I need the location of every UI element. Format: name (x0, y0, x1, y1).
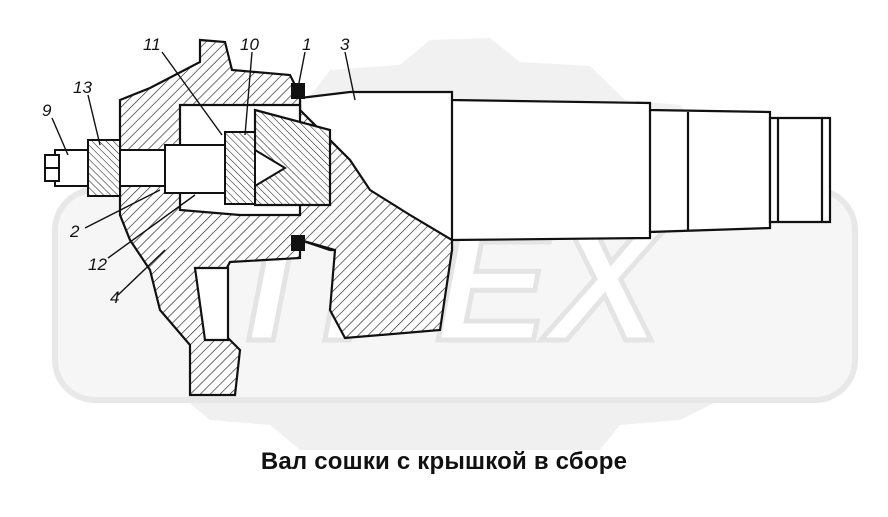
leader-3 (344, 51, 356, 101)
upper-seal (291, 83, 305, 99)
leader-lines (51, 51, 356, 296)
callout-4: 4 (110, 288, 119, 307)
leader-4 (117, 249, 166, 296)
callout-10: 10 (240, 35, 259, 54)
callout-13: 13 (73, 78, 92, 97)
callouts: 11 10 1 3 13 9 2 12 4 (42, 35, 350, 307)
screw-tip (254, 148, 287, 188)
figure-caption: Вал сошки с крышкой в сборе (260, 448, 628, 475)
callout-1: 1 (302, 35, 311, 54)
callout-3: 3 (340, 35, 350, 54)
leader-11 (161, 51, 223, 136)
thrust-washer (164, 144, 226, 194)
adjusting-screw (44, 131, 287, 205)
lock-nut (87, 139, 121, 197)
lower-arm-hole (193, 266, 230, 342)
shaft-splined-end (768, 116, 832, 224)
leader-9 (51, 117, 69, 156)
leader-12 (107, 194, 196, 259)
bearing-race (224, 131, 256, 205)
lower-seal (291, 235, 305, 251)
shaft (298, 90, 832, 252)
seals (291, 83, 305, 251)
leader-2 (84, 189, 161, 229)
callout-12: 12 (88, 255, 107, 274)
callout-11: 11 (143, 35, 161, 54)
leader-13 (87, 94, 101, 146)
leader-1 (297, 51, 306, 89)
leader-10 (244, 51, 253, 136)
callout-9: 9 (42, 101, 52, 120)
callout-2: 2 (69, 222, 80, 241)
